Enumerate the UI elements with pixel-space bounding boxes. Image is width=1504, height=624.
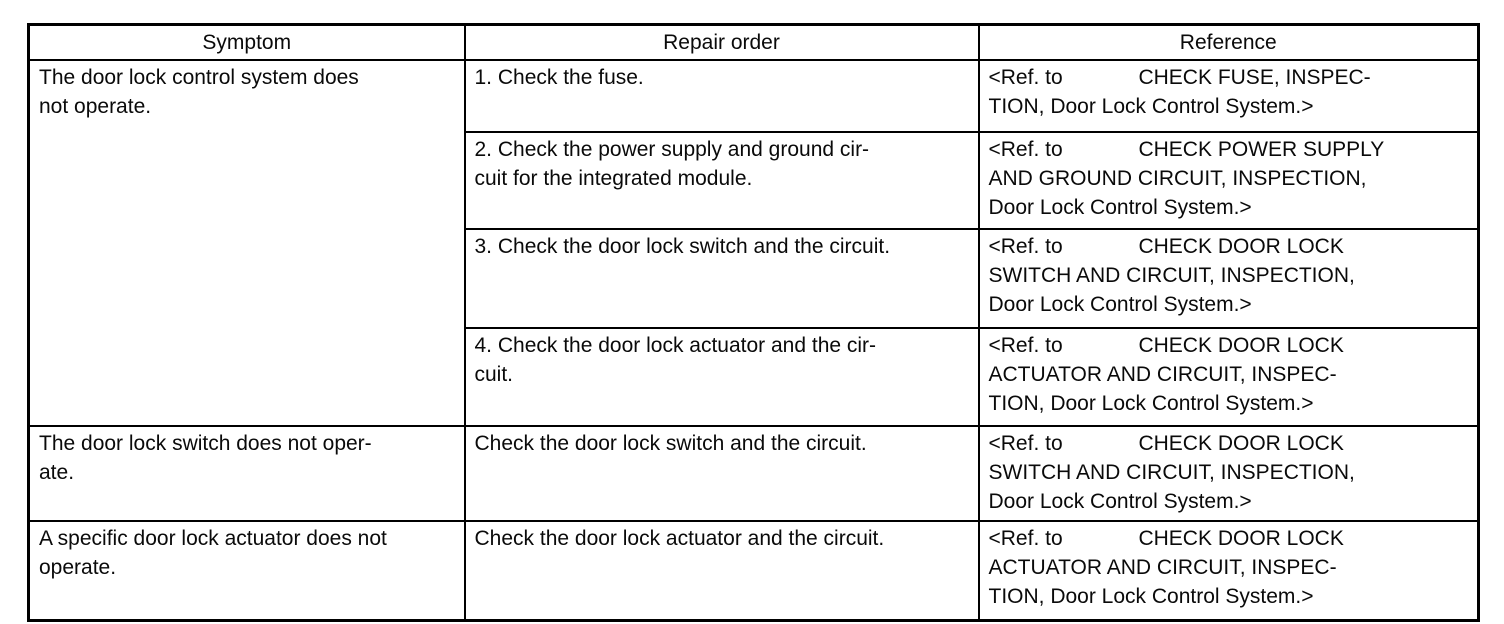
- symptom-cell: A specific door lock actuator does not o…: [27, 520, 466, 622]
- table-row: The door lock control system does not op…: [27, 59, 1480, 427]
- repair-order-cell: 4. Check the door lock actuator and the …: [463, 327, 980, 427]
- symptom-cell: The door lock switch does not oper- ate.: [27, 425, 466, 522]
- reference-cell: <Ref. to CHECK POWER SUPPLY AND GROUND C…: [977, 131, 1480, 230]
- table-row: 3. Check the door lock switch and the ci…: [29, 228, 1480, 329]
- reference-cell: <Ref. to CHECK DOOR LOCK SWITCH AND CIRC…: [977, 425, 1480, 522]
- table-row: A specific door lock actuator does not o…: [27, 520, 1480, 622]
- symptom-cell: The door lock control system does not op…: [27, 59, 466, 427]
- symptom-repair-reference-table: Symptom Repair order Reference The door …: [27, 23, 1480, 622]
- table-row: 2. Check the power supply and ground cir…: [29, 131, 1480, 230]
- column-header-symptom: Symptom: [27, 23, 466, 61]
- repair-order-cell: 3. Check the door lock switch and the ci…: [463, 228, 980, 329]
- repair-order-cell: Check the door lock switch and the circu…: [463, 425, 980, 522]
- table-row: The door lock switch does not oper- ate.…: [27, 425, 1480, 522]
- column-header-repair-order: Repair order: [463, 23, 980, 61]
- column-header-reference: Reference: [977, 23, 1480, 61]
- reference-cell: <Ref. to CHECK DOOR LOCK ACTUATOR AND CI…: [977, 520, 1480, 622]
- reference-cell: <Ref. to CHECK DOOR LOCK ACTUATOR AND CI…: [977, 327, 1480, 427]
- header-row: Symptom Repair order Reference: [27, 23, 1480, 61]
- reference-cell: <Ref. to CHECK DOOR LOCK SWITCH AND CIRC…: [977, 228, 1480, 329]
- repair-order-cell: 1. Check the fuse.: [463, 59, 980, 133]
- table-row: 4. Check the door lock actuator and the …: [29, 327, 1480, 427]
- reference-cell: <Ref. to CHECK FUSE, INSPEC- TION, Door …: [977, 59, 1480, 133]
- repair-order-cell: 2. Check the power supply and ground cir…: [463, 131, 980, 230]
- repair-order-cell: Check the door lock actuator and the cir…: [463, 520, 980, 622]
